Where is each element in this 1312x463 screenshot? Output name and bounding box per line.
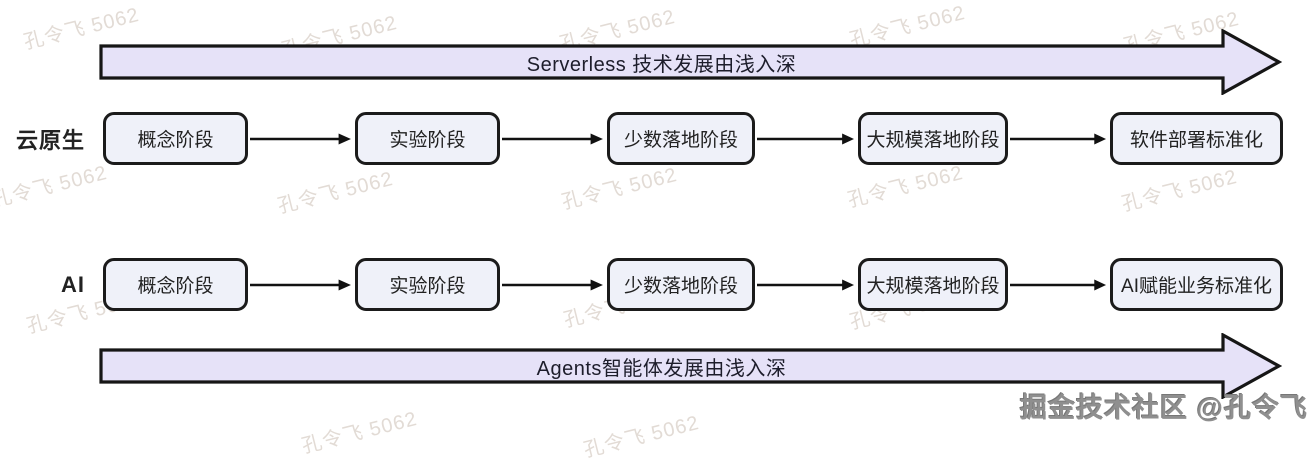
watermark: 孔令飞 5062 (581, 411, 702, 462)
stage-node: AI赋能业务标准化 (1110, 258, 1283, 311)
row-label-cloud-native: 云原生 (15, 127, 85, 153)
flow-arrow (502, 130, 605, 148)
stage-node: 实验阶段 (355, 112, 500, 165)
flow-arrow (1010, 276, 1108, 294)
flow-arrow (502, 276, 605, 294)
stage-node: 少数落地阶段 (607, 112, 755, 165)
flow-arrow (1010, 130, 1108, 148)
flow-arrow (757, 276, 856, 294)
watermark: 孔令飞 5062 (559, 163, 680, 214)
right-arrow-shape (99, 333, 1282, 399)
stage-node: 大规模落地阶段 (858, 112, 1008, 165)
watermark: 孔令飞 5062 (275, 167, 396, 218)
bottom-banner-arrow: Agents智能体发展由浅入深 (99, 333, 1282, 399)
row-label-ai: AI (61, 271, 85, 297)
stage-node: 大规模落地阶段 (858, 258, 1008, 311)
watermark: 孔令飞 5062 (1119, 165, 1240, 216)
stage-node: 概念阶段 (103, 258, 248, 311)
top-banner-arrow: Serverless 技术发展由浅入深 (99, 29, 1282, 95)
flow-arrow (250, 130, 353, 148)
stage-node: 少数落地阶段 (607, 258, 755, 311)
stage-node: 实验阶段 (355, 258, 500, 311)
stage-node: 软件部署标准化 (1110, 112, 1283, 165)
attribution-watermark: 掘金技术社区 @孔令飞 (1020, 393, 1308, 423)
top-banner-label: Serverless 技术发展由浅入深 (526, 53, 797, 76)
right-arrow-shape (99, 29, 1282, 95)
flow-arrow (250, 276, 353, 294)
stage-node: 概念阶段 (103, 112, 248, 165)
bottom-banner-label: Agents智能体发展由浅入深 (536, 357, 787, 380)
flow-arrow (757, 130, 856, 148)
